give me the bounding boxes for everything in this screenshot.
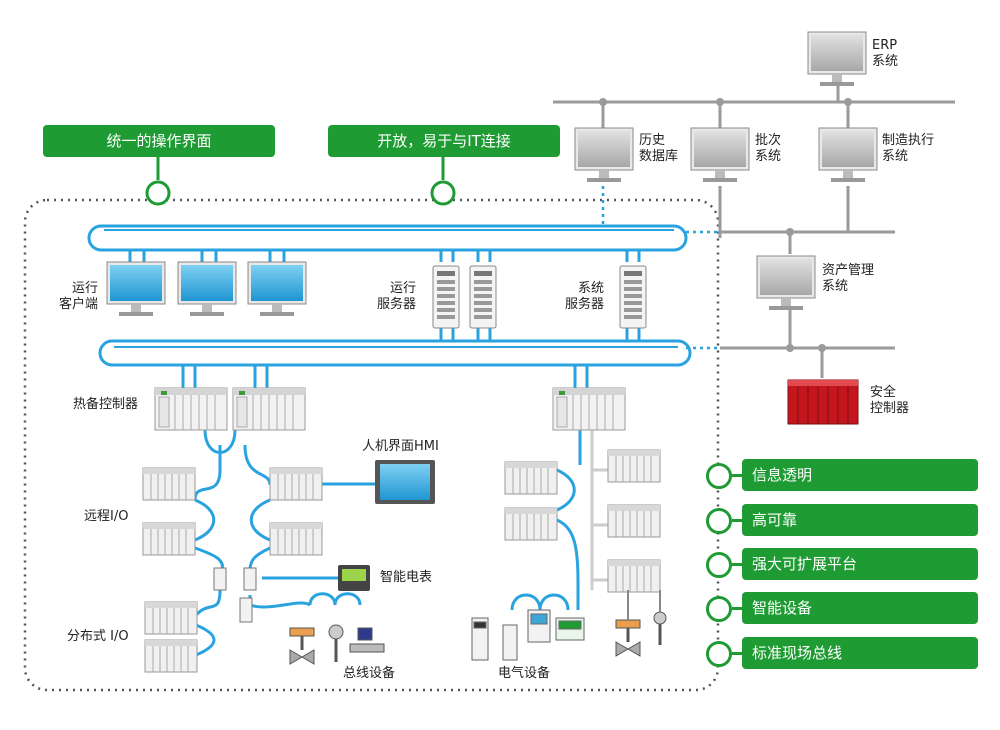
open-it-banner: 开放，易于与IT连接 xyxy=(328,125,560,157)
valve-icon-right xyxy=(615,619,641,657)
feature-connector-3 xyxy=(732,563,744,566)
feature-connector-5 xyxy=(732,652,744,655)
mes-monitor xyxy=(818,127,878,183)
electrical-devices-icon xyxy=(471,609,585,661)
right-io-rack-5 xyxy=(607,559,661,593)
feature-ring-5 xyxy=(706,641,732,667)
operator-clients-label: 运行 客户端 xyxy=(58,281,98,312)
distributed-io-rack-1 xyxy=(144,601,198,635)
system-server-label: 系统 服务器 xyxy=(564,281,604,312)
remote-io-rack-4 xyxy=(269,522,323,556)
operator-client-2 xyxy=(177,261,237,317)
mes-label: 制造执行 系统 xyxy=(882,133,935,164)
bus-couplers xyxy=(213,567,257,623)
operator-client-1 xyxy=(106,261,166,317)
electrical-devices-label: 电气设备 xyxy=(498,666,551,681)
asset-mgmt-label: 资产管理 系统 xyxy=(822,263,875,294)
flowmeter-icon xyxy=(349,627,385,653)
valve-icon xyxy=(289,627,315,665)
feature-scalable-platform: 强大可扩展平台 xyxy=(742,548,978,580)
hot-standby-controller-2 xyxy=(232,387,306,431)
feature-connector-2 xyxy=(732,519,744,522)
hot-standby-label: 热备控制器 xyxy=(73,397,139,412)
feature-high-reliability: 高可靠 xyxy=(742,504,978,536)
bus-devices-label: 总线设备 xyxy=(343,666,396,681)
feature-ring-3 xyxy=(706,552,732,578)
unified-ui-banner: 统一的操作界面 xyxy=(43,125,275,157)
batch-monitor xyxy=(690,127,750,183)
feature-info-transparency: 信息透明 xyxy=(742,459,978,491)
remote-io-rack-1 xyxy=(142,467,196,501)
feature-connector-1 xyxy=(732,474,744,477)
blue-networks xyxy=(87,224,692,367)
remote-io-rack-2 xyxy=(269,467,323,501)
smart-meter-icon xyxy=(338,565,370,591)
remote-io-label: 远程I/O xyxy=(84,509,129,524)
historian-label: 历史 数据库 xyxy=(639,133,679,164)
operator-server-2 xyxy=(469,265,497,329)
operator-client-3 xyxy=(247,261,307,317)
distributed-io-label: 分布式 I/O xyxy=(67,629,129,644)
safety-controller-label: 安全 控制器 xyxy=(870,385,910,416)
right-io-rack-2 xyxy=(504,507,558,541)
right-io-rack-1 xyxy=(504,461,558,495)
asset-mgmt-monitor xyxy=(756,255,816,311)
operator-servers-label: 运行 服务器 xyxy=(376,281,416,312)
transmitter-icon-right xyxy=(653,611,667,645)
hmi-label: 人机界面HMI xyxy=(362,439,439,454)
historian-monitor xyxy=(574,127,634,183)
feature-ring-1 xyxy=(706,463,732,489)
operator-server-1 xyxy=(432,265,460,329)
safety-controller-icon xyxy=(787,379,859,425)
erp-monitor xyxy=(807,31,867,87)
feature-connector-4 xyxy=(732,607,744,610)
feature-standard-fieldbus: 标准现场总线 xyxy=(742,637,978,669)
hmi-panel-icon xyxy=(375,460,435,504)
feature-smart-devices: 智能设备 xyxy=(742,592,978,624)
remote-io-rack-3 xyxy=(142,522,196,556)
controller-right xyxy=(552,387,626,431)
enterprise-network xyxy=(553,86,955,378)
system-server xyxy=(619,265,647,329)
hot-standby-controller-1 xyxy=(154,387,228,431)
right-io-rack-3 xyxy=(607,449,661,483)
distributed-io-rack-2 xyxy=(144,639,198,673)
erp-label: ERP 系统 xyxy=(872,38,899,69)
feature-ring-4 xyxy=(706,596,732,622)
feature-ring-2 xyxy=(706,508,732,534)
transmitter-icon xyxy=(328,624,344,662)
right-io-rack-4 xyxy=(607,504,661,538)
batch-label: 批次 系统 xyxy=(755,133,782,164)
smart-meter-label: 智能电表 xyxy=(380,570,433,585)
